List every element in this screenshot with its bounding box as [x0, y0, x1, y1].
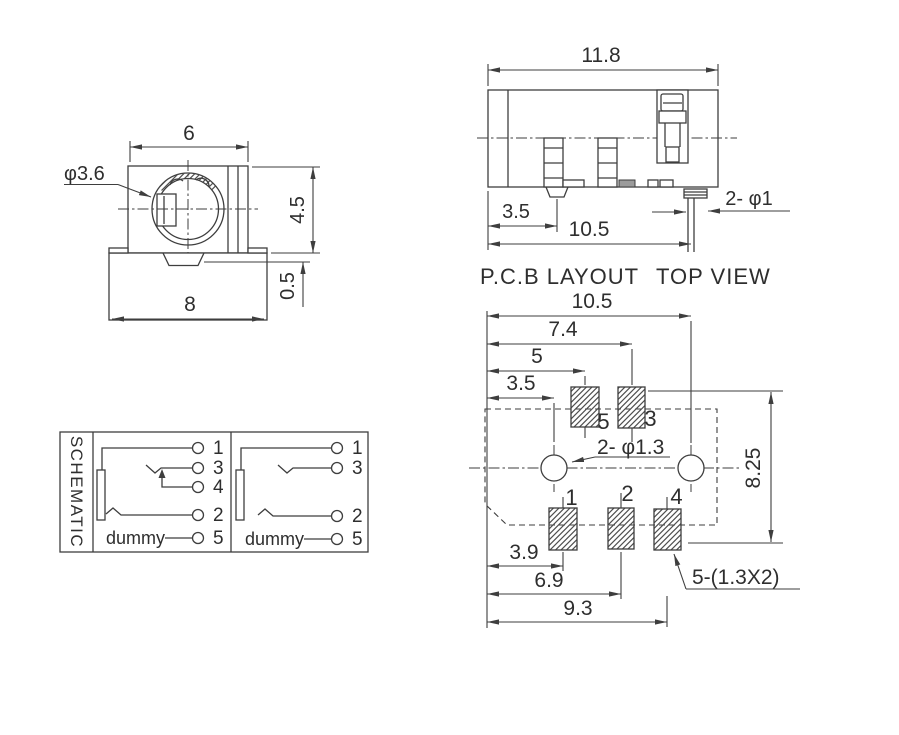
pin-number: 4 — [213, 477, 224, 498]
pin-terminal — [191, 480, 205, 494]
pin-number: 5 — [213, 528, 224, 549]
label-top-view: TOP VIEW — [656, 264, 771, 289]
base-lip-right — [247, 247, 268, 254]
dim-5: 5 — [531, 345, 543, 368]
sleeve-bar — [235, 469, 245, 521]
pad-3 — [617, 386, 646, 429]
contact-foot — [562, 179, 585, 188]
wire-pin3-switch — [145, 464, 192, 474]
base-lip-left — [108, 247, 129, 254]
pad-label-2: 2 — [621, 481, 634, 506]
pad-note-leader — [673, 553, 687, 590]
dim-35: 3.5 — [506, 372, 535, 395]
dummy-label: dummy — [245, 529, 304, 549]
contact-detail-arc — [195, 177, 210, 187]
pin-terminal — [191, 508, 205, 522]
dim-step: 0.5 — [277, 272, 299, 300]
pad-label-4: 4 — [670, 484, 683, 509]
pad-label-5: 5 — [597, 409, 610, 434]
pin-terminal — [330, 509, 344, 523]
pin4-arrow — [158, 469, 166, 478]
pin-number: 3 — [213, 458, 224, 479]
pin-cap — [683, 188, 708, 199]
switch-contact — [665, 146, 680, 163]
wire-pin2-switch — [257, 508, 331, 517]
pin-number: 1 — [352, 438, 363, 459]
pin-terminal — [330, 532, 344, 546]
schematic-frame — [59, 431, 369, 553]
mount-hole — [677, 454, 705, 482]
pin-terminal — [191, 441, 205, 455]
pin-number: 2 — [352, 506, 363, 527]
top-view: 11.8 — [477, 44, 790, 252]
dim-105: 10.5 — [572, 290, 613, 313]
pin-terminal — [191, 531, 205, 545]
solder-tab — [545, 186, 569, 198]
schematic-right-circuit: dummy 1 3 2 5 — [235, 438, 363, 550]
sleeve-bar — [96, 469, 106, 521]
pin-number: 3 — [352, 458, 363, 479]
jack-base — [108, 252, 268, 321]
contact-foot — [647, 179, 659, 188]
pin-note: 2- φ1 — [725, 188, 772, 210]
wire-pin1 — [240, 447, 331, 470]
pad-label-3: 3 — [644, 406, 657, 431]
dim-width-top: 6 — [183, 122, 195, 145]
dim-39: 3.9 — [509, 541, 538, 564]
mount-hole — [540, 454, 568, 482]
dim-825: 8.25 — [742, 448, 765, 489]
pad-label-1: 1 — [565, 485, 578, 510]
pin-terminal — [330, 461, 344, 475]
base-notch — [162, 252, 205, 267]
contact-foot — [659, 179, 674, 188]
dim-93: 9.3 — [563, 597, 592, 620]
pad-1 — [548, 507, 578, 551]
switch-spring-mid — [658, 110, 687, 124]
dim-pin-span: 10.5 — [569, 218, 610, 241]
pin-number: 5 — [352, 529, 363, 550]
hole-note: 2- φ1.3 — [597, 436, 664, 459]
wire-pin2-switch — [105, 507, 192, 516]
callout-leader — [117, 183, 152, 198]
barrel-hatch — [158, 173, 218, 192]
pad-note: 5-(1.3X2) — [692, 566, 780, 589]
dim-height: 4.5 — [287, 196, 309, 224]
wire-pin1 — [101, 447, 192, 470]
pin-number: 1 — [213, 438, 224, 459]
contact-foot-filled — [618, 179, 636, 188]
schematic-left-circuit: dummy 1 3 4 2 5 — [96, 438, 224, 549]
wire-pin3-switch — [277, 464, 331, 474]
dim-pin-offset: 3.5 — [502, 201, 530, 223]
inner-contact — [156, 193, 177, 227]
dim-overall-width: 11.8 — [581, 44, 620, 67]
pcb-layout: 10.5 7.4 5 3.5 5 3 2- φ1.3 8.25 — [469, 290, 800, 628]
contact-detail-arc — [169, 178, 184, 186]
pad-2 — [607, 507, 635, 550]
pin-terminal — [191, 461, 205, 475]
schematic-title: SCHEMATIC — [67, 436, 86, 548]
label-pcb-layout: P.C.B LAYOUT — [480, 264, 639, 289]
dim-74: 7.4 — [548, 318, 578, 341]
dim-hole-dia: φ3.6 — [64, 163, 105, 185]
pad-5 — [570, 386, 600, 428]
pin-number: 2 — [213, 505, 224, 526]
dummy-label: dummy — [106, 528, 165, 548]
pad-4 — [653, 508, 682, 551]
front-view: 6 φ3.6 4.5 0.5 8 — [64, 122, 320, 322]
hole-note-leader — [571, 456, 596, 463]
dim-width-base: 8 — [184, 293, 196, 316]
dim-69: 6.9 — [534, 569, 563, 592]
pin-terminal — [330, 441, 344, 455]
schematic: SCHEMATIC dummy 1 3 4 2 5 — [59, 431, 369, 553]
